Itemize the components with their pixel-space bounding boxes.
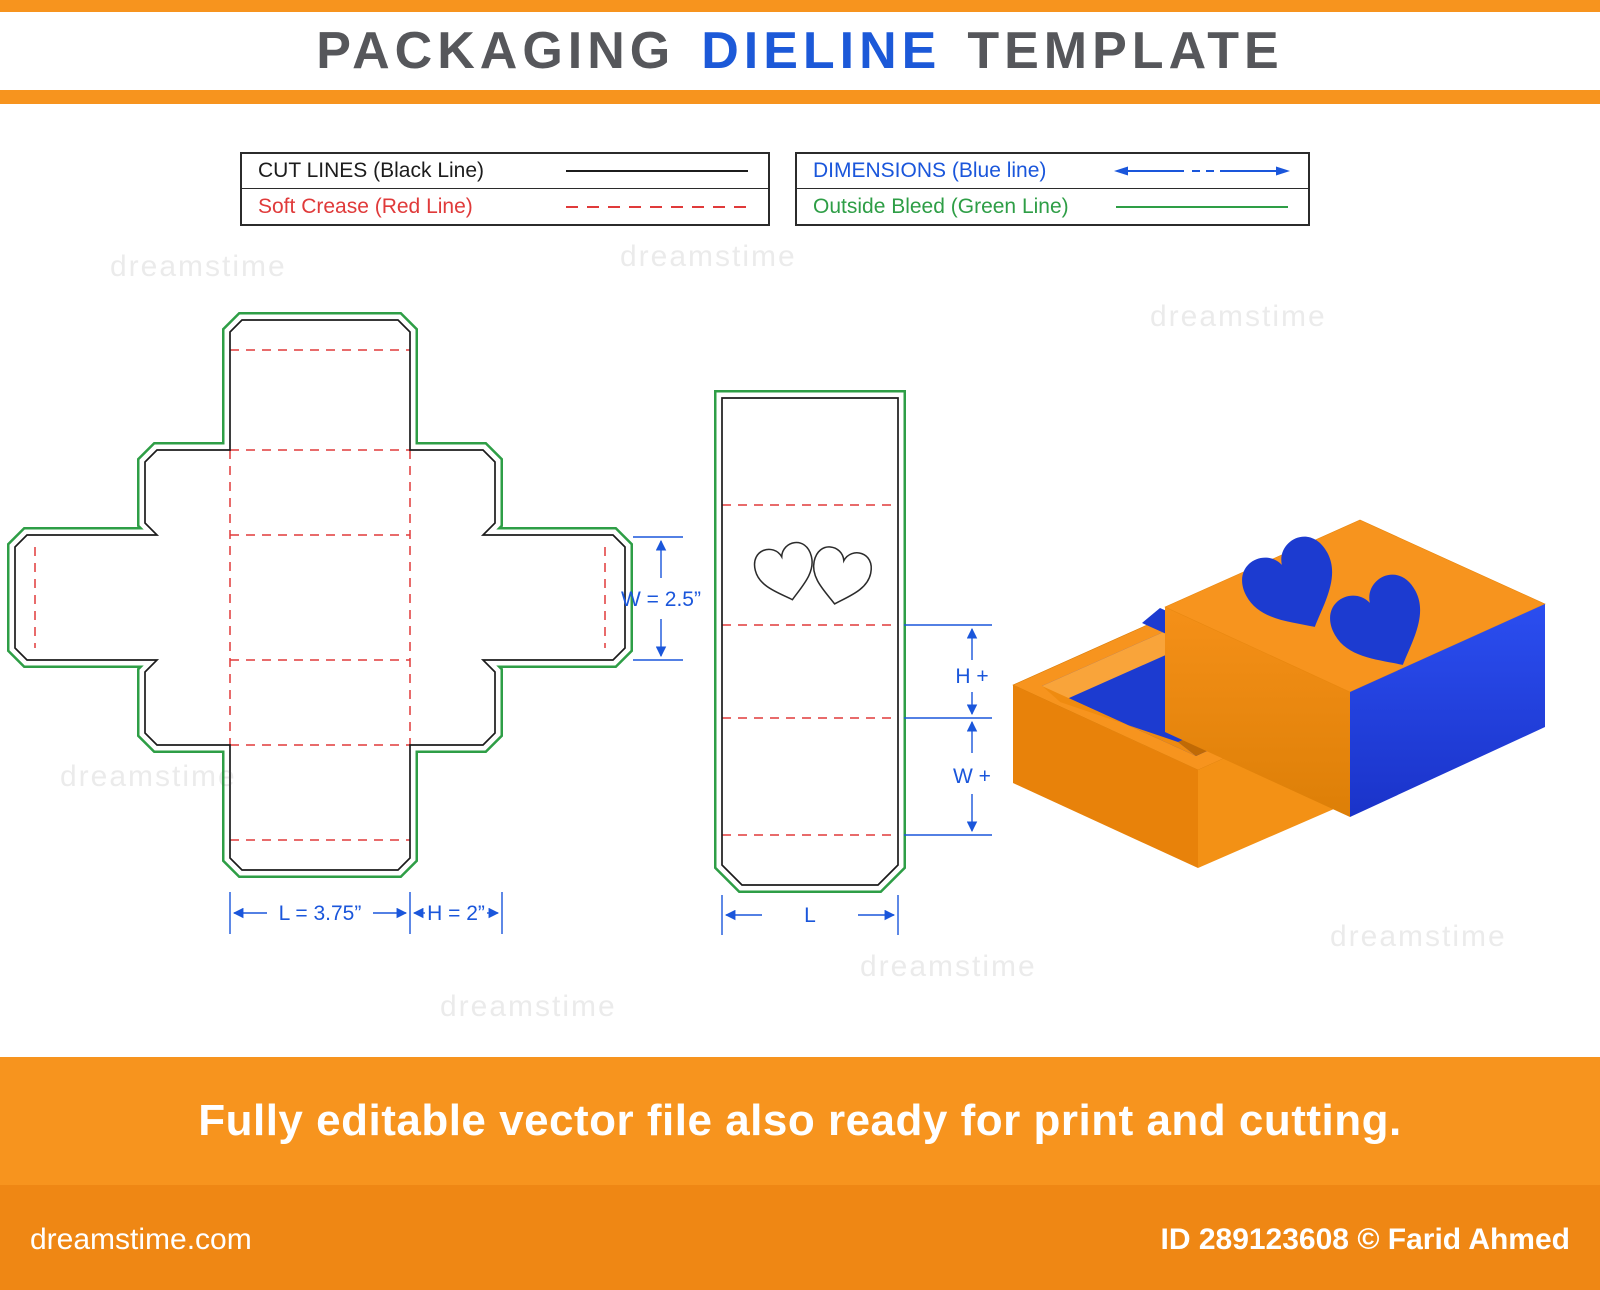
heart-icon: [1242, 536, 1333, 627]
bleed-gap-mask: [9, 314, 631, 876]
watermark: dreamstime: [860, 950, 1037, 983]
heart-icon: [812, 546, 872, 605]
sleeve-end-face: [1350, 604, 1545, 817]
dimension-h-w: [904, 624, 992, 836]
dim-h-label: H = 2”: [427, 902, 485, 925]
cut-line-outline: [721, 397, 899, 886]
footer: dreamstime.com ID 289123608 © Farid Ahme…: [0, 1185, 1600, 1290]
page-title: PACKAGING DIELINE TEMPLATE: [0, 12, 1600, 90]
footer-site-text: dreamstime.com: [30, 1223, 252, 1256]
tray-inner-wall-far: [1042, 622, 1204, 702]
sleeve-front-face: [1165, 607, 1350, 817]
sleeve-dieline-svg: H + W + L: [714, 390, 992, 935]
dim-w-label: W = 2.5”: [621, 588, 701, 611]
cut-line-sample: [566, 170, 748, 172]
dim-w-plus-label: W +: [953, 765, 991, 788]
bleed-gap-mask: [716, 392, 904, 891]
dimension-l: [721, 895, 899, 935]
dimensions-label: DIMENSIONS (Blue line): [813, 159, 1047, 182]
legend-box-lines: CUT LINES (Black Line) Soft Crease (Red …: [240, 152, 770, 226]
tray-outer-wall-end: [1013, 685, 1198, 868]
dim-h-plus-label: H +: [955, 665, 988, 688]
sleeve-3d: [1164, 519, 1546, 817]
watermark: dreamstime: [1330, 920, 1507, 953]
legend-row-dimensions: DIMENSIONS (Blue line): [797, 154, 1308, 189]
footer-credit-text: ID 289123608 © Farid Ahmed: [1160, 1223, 1570, 1256]
title-word-dieline: DIELINE: [701, 22, 942, 80]
box-3d-svg: [1012, 519, 1546, 868]
dim-l-label: L = 3.75”: [279, 902, 362, 925]
dimension-l-h: [229, 892, 503, 934]
dimension-line-sample: [1114, 166, 1290, 176]
legend-row-soft-crease: Soft Crease (Red Line): [242, 189, 768, 224]
legend-box-dimensions: DIMENSIONS (Blue line) Outside Bleed (Gr…: [795, 152, 1310, 226]
cut-lines-label: CUT LINES (Black Line): [258, 159, 485, 182]
bleed-line-sample: [1116, 205, 1288, 208]
legend-row-outside-bleed: Outside Bleed (Green Line): [797, 189, 1308, 224]
crease-lines: [722, 504, 898, 836]
main-dieline-svg: W = 2.5” L = 3.75” H = 2”: [7, 312, 701, 934]
dim-l-label: L: [804, 904, 816, 927]
crease-lines: [34, 349, 606, 841]
legend-row-cut-lines: CUT LINES (Black Line): [242, 154, 768, 189]
watermark: dreamstime: [620, 240, 797, 273]
watermark: dreamstime: [1150, 300, 1327, 333]
dimension-w: [633, 536, 683, 661]
watermark: dreamstime: [440, 990, 617, 1023]
soft-crease-label: Soft Crease (Red Line): [258, 194, 473, 218]
top-orange-bar: [0, 0, 1600, 12]
bottom-banner: Fully editable vector file also ready fo…: [0, 1057, 1600, 1185]
heart-icon: [1330, 574, 1421, 665]
title-word-packaging: PACKAGING: [316, 22, 676, 80]
tray-inner-wall-end: [1042, 686, 1196, 756]
soft-crease-sample: [566, 205, 748, 208]
title-word-template: TEMPLATE: [967, 22, 1284, 80]
title-underline-bar: [0, 90, 1600, 104]
banner-message: Fully editable vector file also ready fo…: [198, 1096, 1402, 1145]
cut-line-outline: [14, 319, 626, 871]
heart-icon: [753, 541, 813, 601]
outside-bleed-label: Outside Bleed (Green Line): [813, 194, 1069, 218]
watermark: dreamstime: [110, 250, 287, 283]
